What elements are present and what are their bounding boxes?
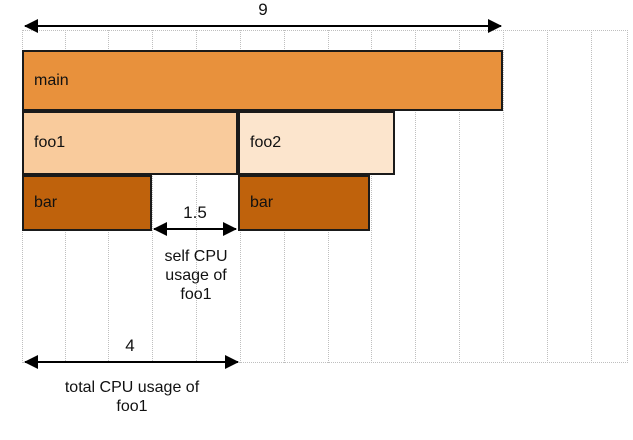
frame-label-foo1: foo1 [34, 134, 66, 151]
measure-line-total-foo1 [24, 355, 239, 369]
frame-label-bar-first: bar [34, 194, 58, 211]
frame-foo2[interactable]: foo2 [238, 111, 395, 175]
measure-caption-total-foo1: total CPU usage of foo1 [22, 379, 242, 417]
caption-line: foo1 [180, 285, 212, 303]
measure-line-total-main [24, 19, 502, 33]
frame-bar-second[interactable]: bar [238, 175, 370, 231]
gridline-vertical [503, 30, 504, 363]
caption-line: total CPU usage of [64, 379, 200, 396]
measure-label-total-main: 9 [258, 0, 268, 19]
measure-line-self-foo1 [153, 222, 237, 236]
frame-label-foo2: foo2 [250, 134, 282, 151]
frame-label-bar-second: bar [250, 194, 274, 211]
frame-bar-first[interactable]: bar [22, 175, 152, 231]
frame-label-main: main [34, 71, 69, 89]
frame-main[interactable]: main [22, 50, 503, 111]
gridline-vertical [547, 30, 548, 363]
frame-foo1[interactable]: foo1 [22, 111, 238, 175]
caption-line: self CPU [164, 248, 228, 265]
gridline-horizontal [22, 30, 628, 31]
gridline-vertical [627, 30, 628, 363]
gridline-vertical [591, 30, 592, 363]
measure-caption-self-foo1: self CPU usage of foo1 [126, 248, 266, 305]
measure-label-self-foo1: 1.5 [183, 203, 207, 222]
caption-line: usage of [165, 266, 227, 284]
measure-label-total-foo1: 4 [125, 336, 135, 355]
caption-line: foo1 [116, 397, 148, 415]
